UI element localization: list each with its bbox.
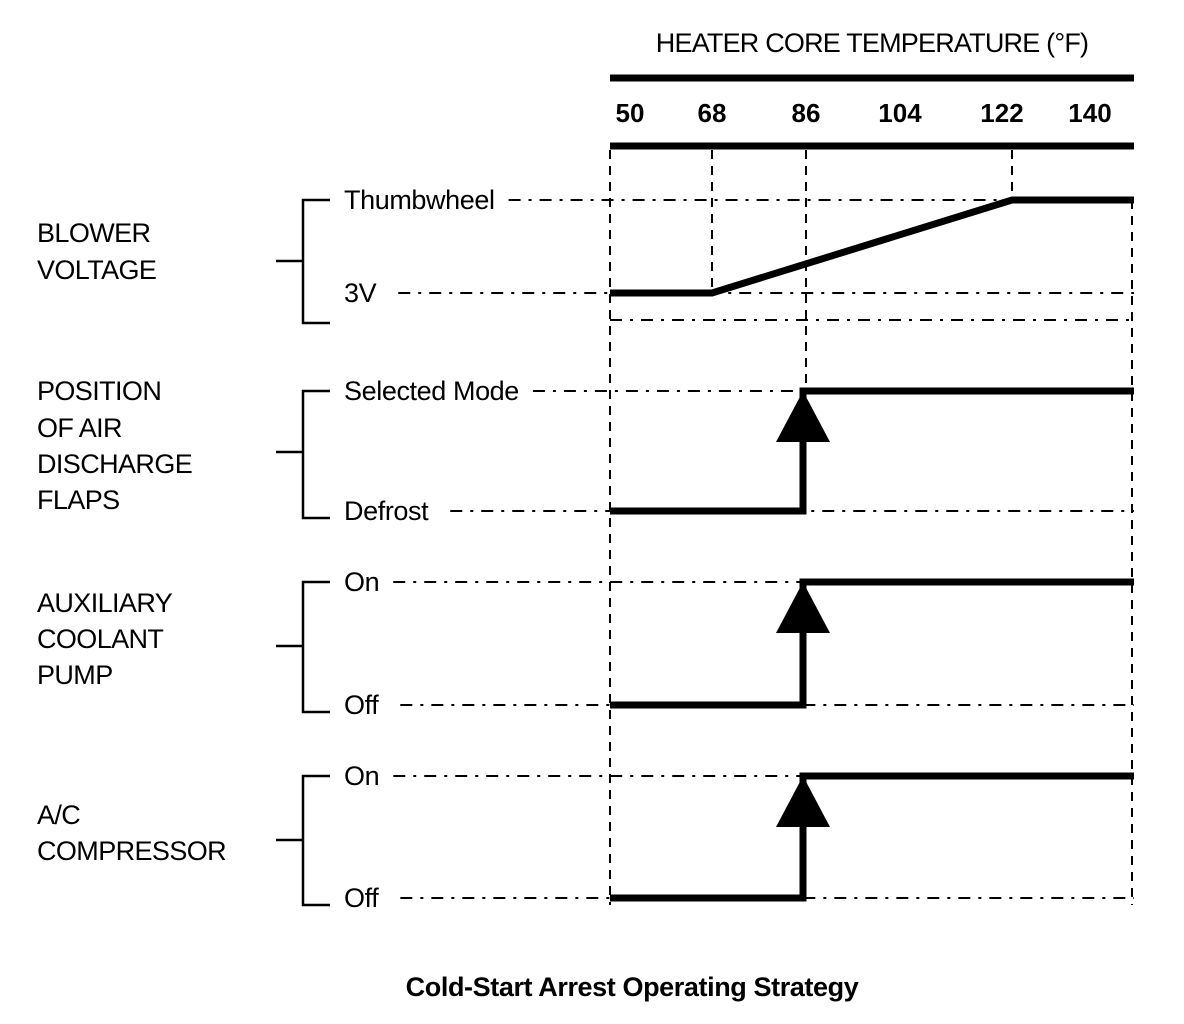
row-label-line: OF AIR (37, 413, 122, 443)
row-2: POSITION OF AIR DISCHARGE FLAPS Selected Mod… (37, 376, 1134, 526)
row-label-line: VOLTAGE (37, 255, 156, 285)
high-level-label: Selected Mode (344, 376, 519, 406)
diagram-caption: Cold-Start Arrest Operating Strategy (406, 972, 859, 1002)
low-level-label: Off (344, 690, 379, 720)
low-level-label: Off (344, 883, 379, 913)
tick-label: 86 (792, 98, 821, 128)
row-label-line: BLOWER (37, 218, 151, 248)
row-label-line: AUXILIARY (37, 588, 173, 618)
tick-label: 122 (980, 98, 1023, 128)
temperature-ticks: 50 68 86 104 122 140 (616, 98, 1112, 128)
guide-lines (609, 150, 1133, 905)
step-arrow-icon (776, 582, 830, 633)
low-level-label: Defrost (344, 496, 429, 526)
low-level-label: 3V (344, 278, 377, 308)
row-label-line: POSITION (37, 376, 161, 406)
tick-label: 68 (698, 98, 727, 128)
high-level-label: On (344, 567, 379, 597)
step-arrow-icon (776, 776, 830, 827)
tick-label: 140 (1068, 98, 1111, 128)
row-label-line: FLAPS (37, 485, 120, 515)
row-1: BLOWER VOLTAGE Thumbwheel 3V (37, 185, 1134, 325)
row-bracket (301, 198, 330, 325)
tick-label: 50 (616, 98, 645, 128)
row-bracket (301, 389, 330, 520)
row-label-line: COOLANT (37, 624, 163, 654)
high-level-label: Thumbwheel (344, 185, 495, 215)
signal-rows: BLOWER VOLTAGE Thumbwheel 3V POSITION OF AIR D… (37, 185, 1134, 913)
tick-label: 104 (878, 98, 922, 128)
row-label-line: PUMP (37, 660, 113, 690)
signal-trace (610, 387, 1134, 515)
signal-trace (610, 772, 1134, 902)
high-level-label: On (344, 761, 379, 791)
signal-trace (610, 196, 1134, 297)
row-label-line: DISCHARGE (37, 449, 192, 479)
signal-trace (610, 578, 1134, 709)
header-title: HEATER CORE TEMPERATURE (°F) (656, 28, 1088, 58)
row-bracket (301, 774, 330, 907)
row-label-line: COMPRESSOR (37, 836, 226, 866)
row-label-line: A/C (37, 800, 80, 830)
step-arrow-icon (776, 391, 830, 442)
row-bracket (301, 580, 330, 714)
